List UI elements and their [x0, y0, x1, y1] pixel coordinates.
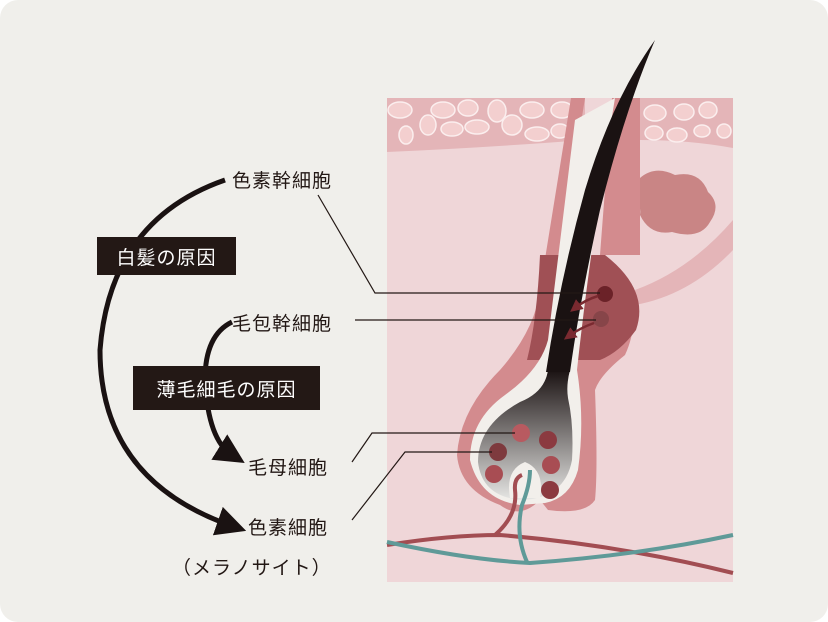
- thinning-hair-cause-badge: 薄毛細毛の原因: [133, 366, 320, 410]
- melanocyte-stem-cell-dot: [597, 286, 613, 302]
- label-melanocyte-stem-cell: 色素幹細胞: [232, 170, 333, 192]
- gray-hair-cause-badge: 白髪の原因: [97, 237, 236, 275]
- label-follicle-stem-cell: 毛包幹細胞: [232, 313, 333, 335]
- hair-shaft: [546, 40, 655, 372]
- artery-branch: [493, 473, 523, 537]
- leader-lines: [317, 194, 600, 521]
- label-melanocyte: 色素細胞: [248, 517, 329, 539]
- bulb-cells: [485, 424, 560, 499]
- label-hair-matrix-cell: 毛母細胞: [248, 457, 329, 479]
- vein: [386, 533, 734, 566]
- gray-hair-arrow: [97, 177, 247, 536]
- dermal-papilla: [509, 462, 541, 498]
- follicle-stem-cell-dot: [593, 311, 609, 327]
- artery: [386, 532, 734, 575]
- skin-cells: [387, 99, 732, 145]
- label-melanocyte-katakana: （メラノサイト）: [172, 557, 332, 579]
- arrector-pili-muscle: [635, 220, 733, 305]
- vein-branch: [517, 469, 532, 563]
- inner-root-sheath: [470, 98, 615, 505]
